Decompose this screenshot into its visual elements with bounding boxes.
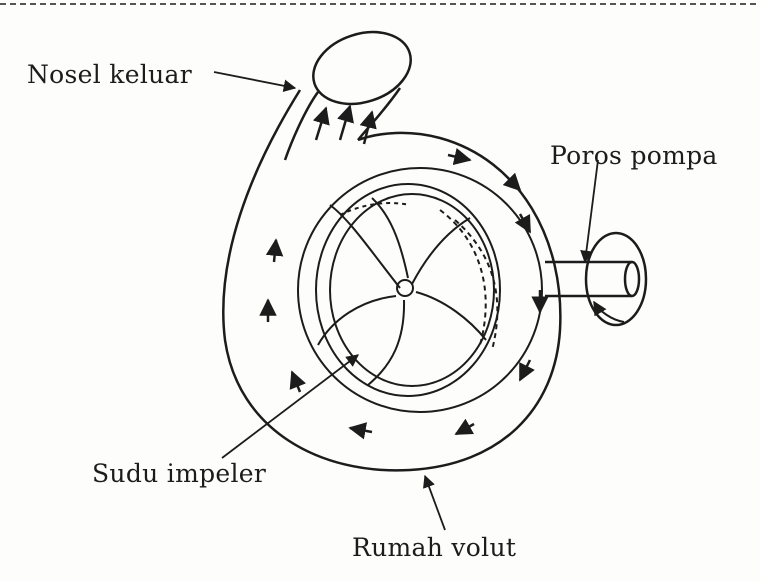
impeller <box>316 184 500 396</box>
shaft-rotation-arrow <box>594 302 624 322</box>
label-volute-casing: Rumah volut <box>352 533 516 562</box>
label-impeller-vane: Sudu impeler <box>92 459 266 488</box>
label-outlet-nozzle: Nosel keluar <box>27 60 192 89</box>
volute-casing <box>223 20 560 470</box>
casing-inner-rim <box>298 168 542 412</box>
label-pump-shaft: Poros pompa <box>550 141 718 170</box>
